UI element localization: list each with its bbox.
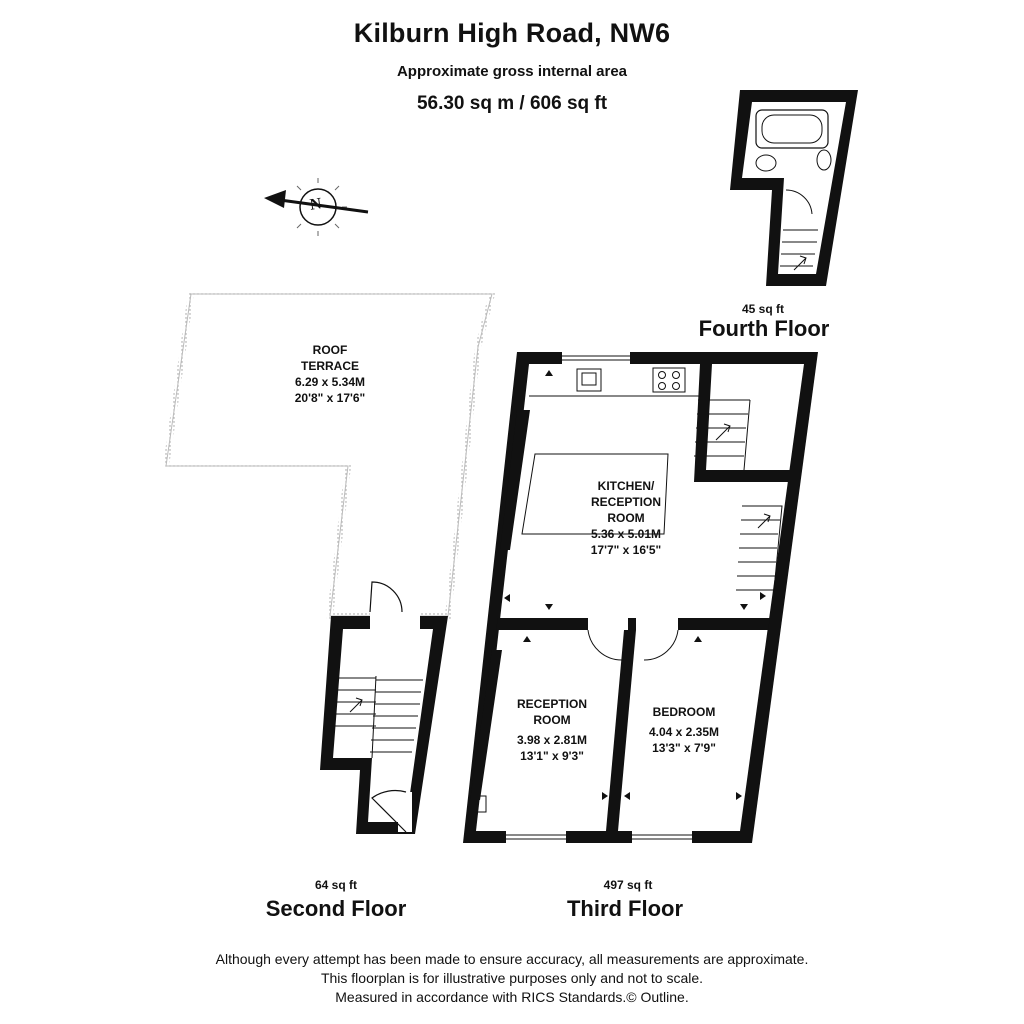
roof-terrace-imperial: 20'8" x 17'6" <box>294 391 366 405</box>
bedroom-metric: 4.04 x 2.35M <box>648 725 720 739</box>
page-subtitle: Approximate gross internal area <box>396 63 628 80</box>
fourth-floor-plan <box>730 90 858 286</box>
second-floor-plan <box>320 581 448 834</box>
disclaimer-line3: Measured in accordance with RICS Standar… <box>335 989 689 1005</box>
kitchen-reception-label: KITCHEN/ RECEPTION ROOM 5.36 x 5.01M 17'… <box>566 478 686 558</box>
third-floor-plan <box>463 350 818 845</box>
reception-imperial: 13'1" x 9'3" <box>520 749 584 763</box>
reception-name2: ROOM <box>533 713 571 727</box>
disclaimer-line1: Although every attempt has been made to … <box>215 951 809 967</box>
second-floor-area: 64 sq ft <box>314 878 357 892</box>
roof-terrace-metric: 6.29 x 5.34M <box>294 375 366 389</box>
reception-metric: 3.98 x 2.81M <box>516 733 588 747</box>
kitchen-metric: 5.36 x 5.01M <box>590 527 662 541</box>
compass-icon <box>264 178 369 236</box>
bedroom-imperial: 13'3" x 7'9" <box>652 741 716 755</box>
gross-area: 56.30 sq m / 606 sq ft <box>416 93 608 114</box>
second-floor-name: Second Floor <box>265 896 407 921</box>
reception-name1: RECEPTION <box>516 697 587 711</box>
kitchen-imperial: 17'7" x 16'5" <box>590 543 662 557</box>
roof-terrace-name2: TERRACE <box>300 359 359 373</box>
bedroom-name1: BEDROOM <box>652 705 716 719</box>
roof-terrace-name1: ROOF <box>312 343 348 357</box>
fourth-floor-name: Fourth Floor <box>698 316 830 341</box>
kitchen-name2: RECEPTION <box>590 495 661 509</box>
bedroom-label: BEDROOM 4.04 x 2.35M 13'3" x 7'9" <box>624 704 744 756</box>
third-floor-area: 497 sq ft <box>603 878 653 892</box>
disclaimer: Although every attempt has been made to … <box>0 950 1024 1007</box>
compass-north-label: N <box>308 195 323 214</box>
kitchen-name3: ROOM <box>607 511 645 525</box>
disclaimer-line2: This floorplan is for illustrative purpo… <box>320 970 704 986</box>
roof-terrace-label: ROOF TERRACE 6.29 x 5.34M 20'8" x 17'6" <box>270 342 390 406</box>
kitchen-name1: KITCHEN/ <box>597 479 655 493</box>
page-title: Kilburn High Road, NW6 <box>353 18 671 48</box>
reception-room-label: RECEPTION ROOM 3.98 x 2.81M 13'1" x 9'3" <box>492 696 612 764</box>
fourth-floor-area: 45 sq ft <box>741 302 784 316</box>
third-floor-name: Third Floor <box>566 896 684 921</box>
